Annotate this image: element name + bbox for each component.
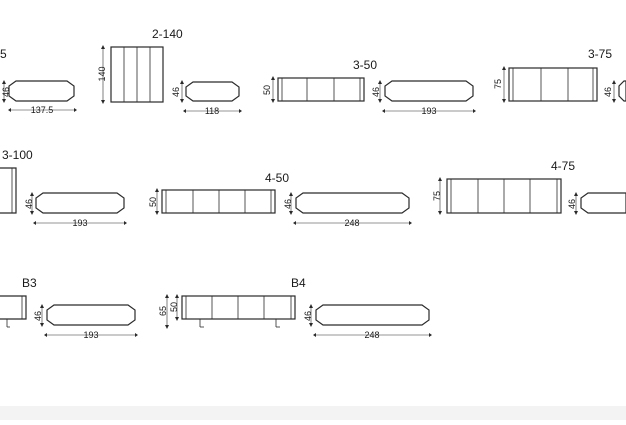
front-view-3-75 [502,66,598,103]
model-label-2-140: 2-140 [152,27,183,41]
front-view-B3 [0,295,27,328]
height-label-3-50: 50 [262,85,272,95]
depth-label-partial: 46 [1,87,11,97]
height-label-B4: 50 [169,302,179,312]
total-height-label-B4: 65 [158,306,168,316]
depth-label-B3: 46 [33,311,43,321]
depth-label-3-100: 46 [24,199,34,209]
plan-view-4-75 [574,192,626,215]
depth-label-2-140: 46 [171,87,181,97]
plan-view-3-100 [30,192,127,225]
plan-view-B3 [40,304,138,337]
width-label-partial: 137.5 [31,105,54,115]
front-view-3-100 [0,167,17,214]
depth-label-B4: 46 [303,311,313,321]
model-label-partial: 5 [0,47,7,61]
height-label-4-75: 75 [432,191,442,201]
depth-label-3-50: 46 [371,87,381,97]
plan-view-4-50 [289,192,412,225]
height-label-2-140: 140 [97,66,107,81]
width-label-3-100: 193 [72,218,87,228]
plan-view-B4 [309,304,432,337]
front-view-2-140 [101,45,164,104]
model-label-B4: B4 [291,276,306,290]
plan-view-3-50 [378,80,476,113]
model-label-3-75: 3-75 [588,47,612,61]
plan-view-2-140 [180,80,242,113]
height-label-4-50: 50 [148,197,158,207]
plan-view-3-75 [612,80,626,103]
front-view-B4 [165,294,296,329]
model-label-4-50: 4-50 [265,171,289,185]
width-label-3-50: 193 [421,106,436,116]
footer-band [0,406,626,420]
width-label-B3: 193 [83,330,98,340]
height-label-3-75: 75 [493,79,503,89]
width-label-B4: 248 [364,330,379,340]
depth-label-4-75: 46 [567,199,577,209]
front-view-4-75 [438,177,562,215]
model-label-B3: B3 [22,276,37,290]
width-label-2-140: 118 [205,106,219,116]
plan-view-partial [2,80,77,112]
depth-label-4-50: 46 [283,199,293,209]
model-label-3-100: 3-100 [2,148,33,162]
depth-label-3-75: 46 [603,87,613,97]
front-view-4-50 [155,188,276,215]
width-label-4-50: 248 [344,218,359,228]
model-label-3-50: 3-50 [353,58,377,72]
model-label-4-75: 4-75 [551,159,575,173]
front-view-3-50 [271,76,365,103]
